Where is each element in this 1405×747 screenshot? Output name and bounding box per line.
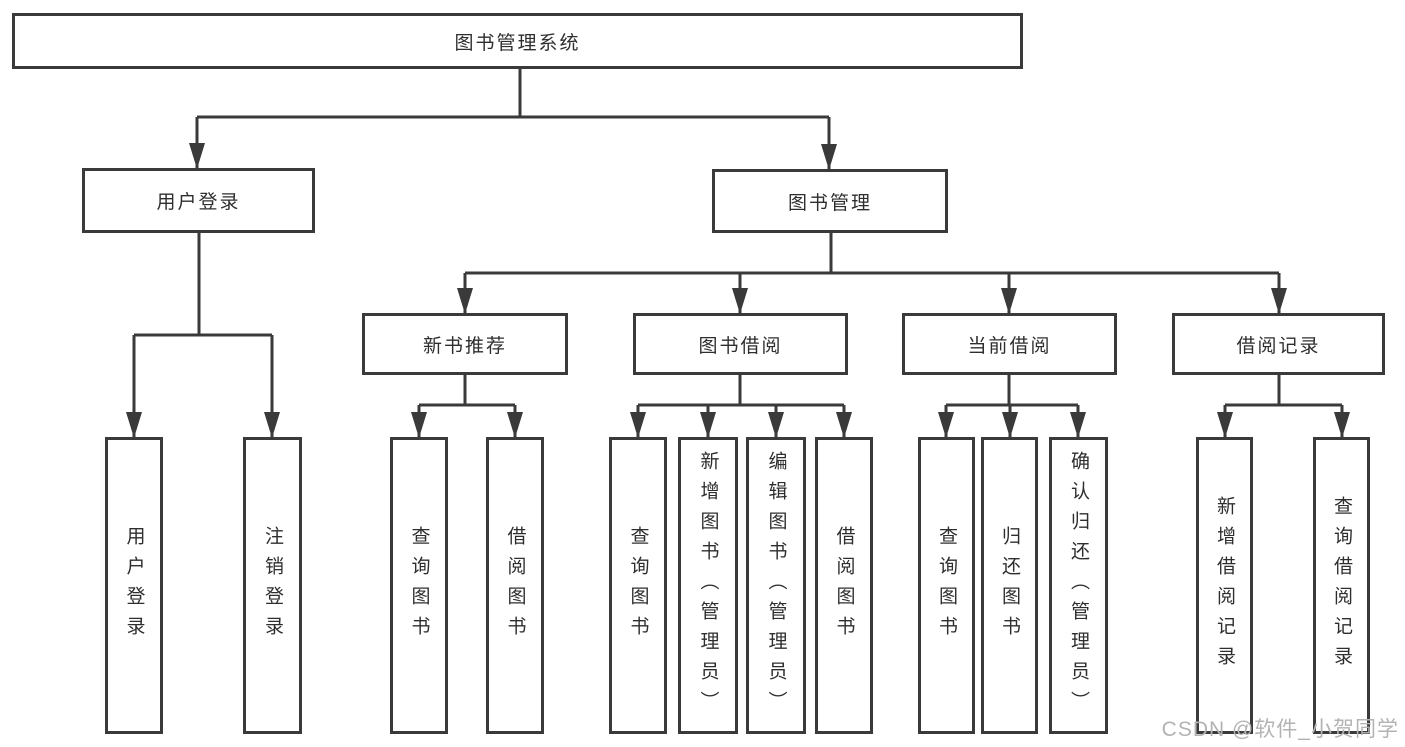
arrowhead-icon	[821, 144, 837, 170]
node-new-book-recommend: 新书推荐	[362, 313, 568, 375]
arrowhead-icon	[1334, 412, 1350, 438]
node-label: 归还图书	[999, 525, 1020, 646]
node-label: 借阅记录	[1236, 335, 1321, 357]
arrowhead-icon	[264, 412, 280, 438]
node-current-borrow: 当前借阅	[902, 313, 1117, 375]
leaf-return-books: 归还图书	[981, 437, 1038, 734]
node-label: 查询图书	[936, 525, 957, 646]
node-label: 借阅图书	[504, 525, 526, 646]
arrowhead-icon	[630, 412, 646, 438]
arrowhead-icon	[1217, 412, 1233, 438]
node-label: 新增图书（管理员）	[697, 450, 719, 721]
node-label: 编辑图书（管理员）	[765, 450, 787, 721]
arrowhead-icon	[836, 412, 852, 438]
arrowhead-icon	[700, 412, 716, 438]
arrowhead-icon	[507, 412, 523, 438]
arrowhead-icon	[768, 412, 784, 438]
arrowhead-icon	[1271, 288, 1287, 314]
leaf-confirm-return-admin: 确认归还（管理员）	[1049, 437, 1108, 734]
arrowhead-icon	[1002, 412, 1018, 438]
leaf-edit-books-admin: 编辑图书（管理员）	[746, 437, 806, 734]
leaf-borrow-books-recommend: 借阅图书	[486, 437, 544, 734]
node-borrow-records: 借阅记录	[1172, 313, 1385, 375]
node-label: 图书管理系统	[454, 32, 581, 54]
arrowhead-icon	[732, 288, 748, 314]
leaf-user-login: 用户登录	[105, 437, 163, 734]
arrowhead-icon	[1001, 288, 1017, 314]
leaf-query-books-current: 查询图书	[918, 437, 975, 734]
arrowhead-icon	[126, 412, 142, 438]
arrowhead-icon	[938, 412, 954, 438]
node-label: 查询借阅记录	[1331, 495, 1352, 676]
node-label: 用户登录	[123, 525, 145, 646]
leaf-query-books-recommend: 查询图书	[390, 437, 448, 734]
node-label: 借阅图书	[833, 525, 855, 646]
leaf-query-borrow-record: 查询借阅记录	[1313, 437, 1370, 734]
node-label: 新书推荐	[422, 335, 507, 357]
node-label: 当前借阅	[967, 335, 1052, 357]
leaf-add-borrow-record: 新增借阅记录	[1196, 437, 1253, 734]
leaf-logout: 注销登录	[243, 437, 302, 734]
arrowhead-icon	[457, 288, 473, 314]
arrowheads	[126, 143, 1350, 438]
node-label: 图书借阅	[698, 335, 783, 357]
node-label: 查询图书	[627, 525, 649, 646]
node-book-management: 图书管理	[712, 169, 948, 233]
node-label: 新增借阅记录	[1214, 495, 1235, 676]
leaf-add-books-admin: 新增图书（管理员）	[678, 437, 738, 734]
arrowhead-icon	[1070, 412, 1086, 438]
node-book-borrow: 图书借阅	[633, 313, 848, 375]
node-library-system: 图书管理系统	[12, 13, 1023, 69]
leaf-query-books-borrow: 查询图书	[609, 437, 667, 734]
connector-paths	[132, 69, 1344, 437]
node-label: 用户登录	[156, 192, 241, 213]
arrowhead-icon	[411, 412, 427, 438]
node-label: 确认归还（管理员）	[1068, 450, 1089, 721]
node-user-login: 用户登录	[82, 168, 315, 233]
node-label: 查询图书	[408, 525, 430, 646]
arrowhead-icon	[189, 143, 205, 169]
leaf-borrow-books: 借阅图书	[815, 437, 873, 734]
node-label: 图书管理	[787, 192, 872, 214]
node-label: 注销登录	[262, 525, 283, 646]
